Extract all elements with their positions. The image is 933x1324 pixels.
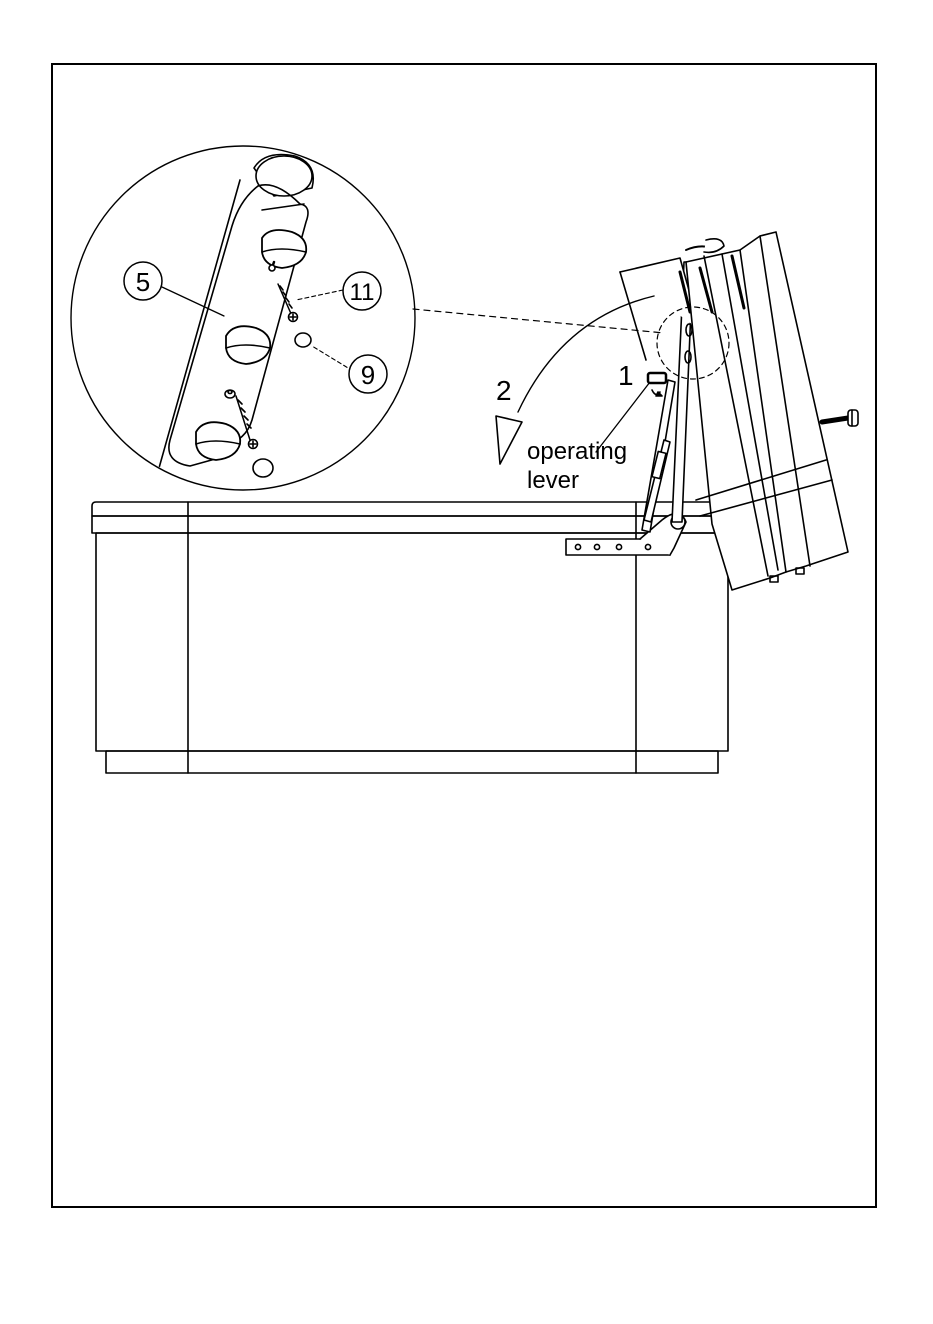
operating-lever-text-line1: operating <box>527 438 627 465</box>
mounting-bracket <box>566 513 686 555</box>
step-2-label: 2 <box>496 375 512 406</box>
callout-11-label: 11 <box>350 279 375 306</box>
tub-base <box>106 751 718 773</box>
step-1-label: 1 <box>618 360 634 391</box>
callout-5-label: 5 <box>136 267 150 297</box>
tub-body <box>96 533 728 751</box>
detail-leader-line <box>413 309 664 333</box>
callout-11-leader <box>296 290 343 300</box>
tub-rim-band <box>92 516 724 533</box>
tub-rim <box>92 502 720 516</box>
callout-5-leader <box>162 287 224 316</box>
callout-9-label: 9 <box>361 360 375 390</box>
callout-9-leader <box>312 346 353 371</box>
operating-lever-text-line2: lever <box>527 467 579 494</box>
detail-magnifier <box>71 146 415 500</box>
operating-lever <box>648 373 666 396</box>
